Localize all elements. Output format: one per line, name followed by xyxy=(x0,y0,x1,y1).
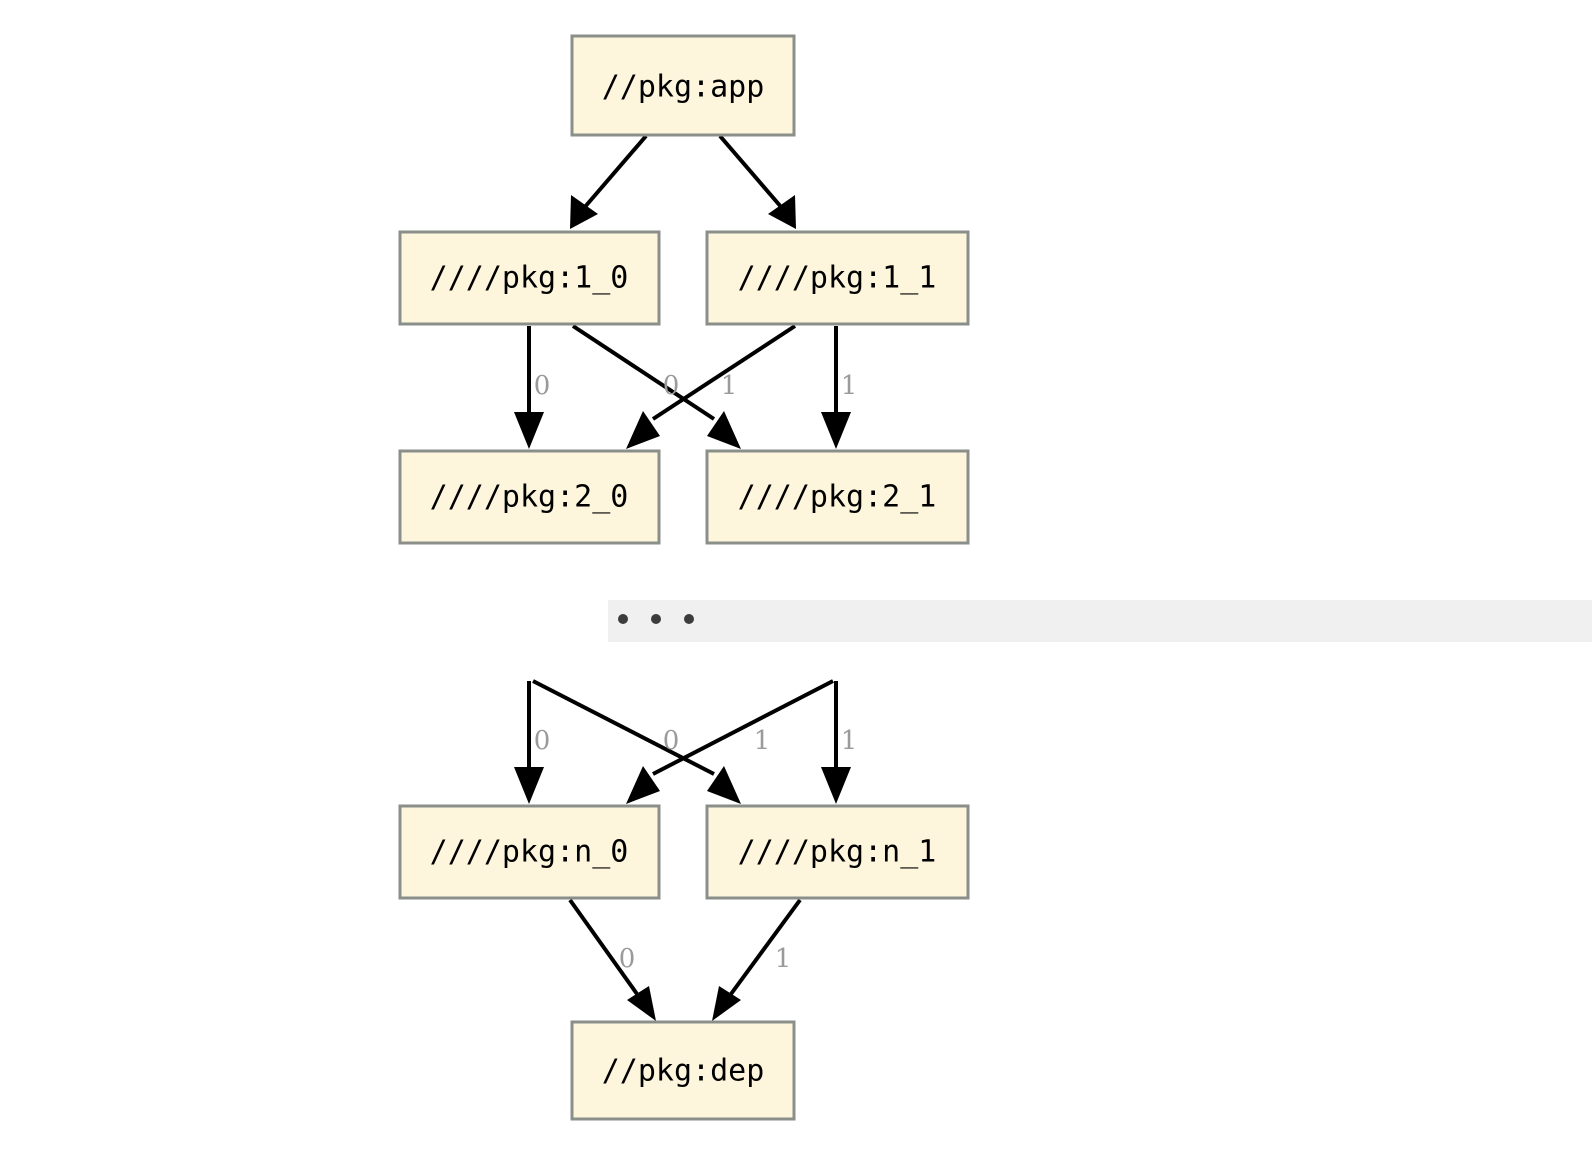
edge-label: 1 xyxy=(841,726,858,756)
node-label: ////pkg:2_1 xyxy=(738,480,937,515)
node-box[interactable] xyxy=(398,449,661,545)
node-pkg-2_1[interactable]: ////pkg:2_1 xyxy=(705,449,970,545)
edge-n_1-to-dep: 1 xyxy=(712,898,802,1021)
ellipsis-dot-1 xyxy=(618,614,628,624)
ellipsis-dot-3 xyxy=(684,614,694,624)
node-box[interactable] xyxy=(705,804,970,900)
arrowhead-icon xyxy=(712,986,741,1021)
arrowhead-icon xyxy=(768,195,796,229)
arrowhead-icon xyxy=(514,767,544,804)
node-label: ////pkg:n_1 xyxy=(738,835,937,870)
arrowhead-icon xyxy=(707,411,741,449)
edge-label: 0 xyxy=(619,944,636,974)
edge-line xyxy=(652,679,834,776)
ellipsis-region xyxy=(608,600,1592,642)
edge-line xyxy=(718,134,784,210)
node-pkg-2_0[interactable]: ////pkg:2_0 xyxy=(398,449,661,545)
edge-line xyxy=(582,134,648,210)
node-label: ////pkg:2_0 xyxy=(430,480,629,515)
node-label: ////pkg:1_1 xyxy=(738,261,937,296)
arrowhead-icon xyxy=(570,195,598,229)
node-label: //pkg:dep xyxy=(602,1054,765,1089)
edge-label: 0 xyxy=(663,371,680,401)
ellipsis-dot-2 xyxy=(651,614,661,624)
node-pkg-n_0[interactable]: ////pkg:n_0 xyxy=(398,804,661,900)
arrowhead-icon xyxy=(821,767,851,804)
arrowhead-icon xyxy=(707,766,741,804)
edge-line xyxy=(729,898,802,996)
node-box[interactable] xyxy=(705,230,970,326)
edge-1_0-to-2_1: 0 xyxy=(571,324,741,449)
edge-hidden_0-to-n_0: 0 xyxy=(514,681,550,804)
edge-line xyxy=(568,898,639,996)
edge-line xyxy=(532,679,715,776)
edge-label: 0 xyxy=(663,726,680,756)
edge-app-to-1_0 xyxy=(570,134,648,229)
arrowhead-icon xyxy=(626,411,660,449)
edge-line xyxy=(651,324,797,421)
node-box[interactable] xyxy=(398,230,661,326)
node-box[interactable] xyxy=(398,804,661,900)
edge-label: 1 xyxy=(754,726,771,756)
edge-hidden_1-to-n_1: 1 xyxy=(821,681,857,804)
edge-n_0-to-dep: 0 xyxy=(568,898,656,1021)
arrowhead-icon xyxy=(627,986,656,1021)
arrowhead-icon xyxy=(514,412,544,449)
edge-1_1-to-2_0: 1 xyxy=(626,324,797,449)
node-label: ////pkg:1_0 xyxy=(430,261,629,296)
edge-hidden_1-to-n_0: 1 xyxy=(626,679,834,804)
edge-1_1-to-2_1: 1 xyxy=(821,326,857,449)
edge-label: 1 xyxy=(721,371,738,401)
node-pkg-n_1[interactable]: ////pkg:n_1 xyxy=(705,804,970,900)
edge-line xyxy=(571,324,716,421)
edge-label: 0 xyxy=(534,726,551,756)
node-pkg-1_0[interactable]: ////pkg:1_0 xyxy=(398,230,661,326)
node-label: ////pkg:n_0 xyxy=(430,835,629,870)
edge-app-to-1_1 xyxy=(718,134,796,229)
arrowhead-icon xyxy=(821,412,851,449)
node-box[interactable] xyxy=(570,34,796,137)
edge-label: 0 xyxy=(534,371,551,401)
edge-label: 1 xyxy=(775,944,792,974)
edge-1_0-to-2_0: 0 xyxy=(514,326,550,449)
node-box[interactable] xyxy=(705,449,970,545)
arrowhead-icon xyxy=(626,766,660,804)
node-app[interactable]: //pkg:app xyxy=(570,34,796,137)
node-box[interactable] xyxy=(570,1020,796,1121)
node-dep[interactable]: //pkg:dep xyxy=(570,1020,796,1121)
edge-label: 1 xyxy=(841,371,858,401)
node-label: //pkg:app xyxy=(602,70,765,105)
node-pkg-1_1[interactable]: ////pkg:1_1 xyxy=(705,230,970,326)
ellipsis-band xyxy=(608,600,1592,642)
